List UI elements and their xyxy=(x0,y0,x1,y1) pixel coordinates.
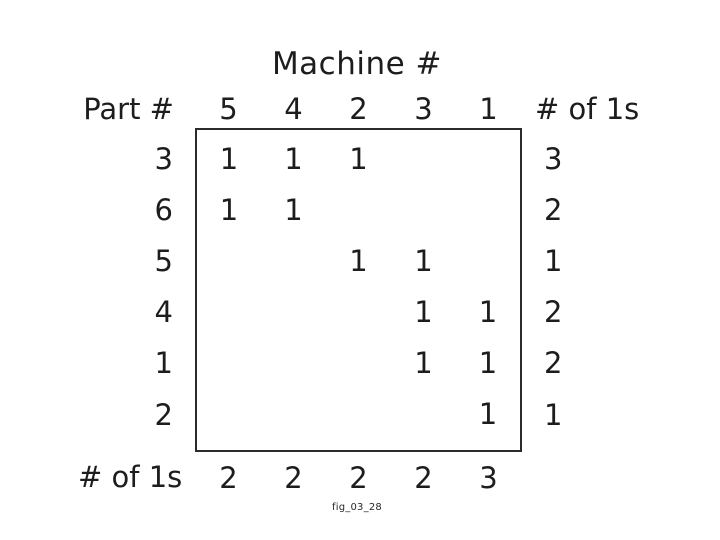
machine-column-header-1: 4 xyxy=(284,91,303,126)
part-row-label-2: 5 xyxy=(154,244,173,278)
part-row-label-0: 3 xyxy=(154,141,173,176)
row-sum-value-5: 1 xyxy=(544,397,563,432)
matrix-cell-3-0 xyxy=(195,287,261,338)
row-sum-value-4: 2 xyxy=(544,346,563,380)
matrix-cell-5-0 xyxy=(195,389,261,452)
matrix-cell-1-0: 1 xyxy=(195,185,261,236)
machine-column-header-2: 2 xyxy=(349,91,368,126)
matrix-cell-5-4: 1 xyxy=(456,389,522,452)
matrix-cell-3-2 xyxy=(326,287,391,338)
column-sum-value-1: 2 xyxy=(284,460,303,495)
table-row: 6 1 1 2 xyxy=(78,185,658,236)
machine-column-header-3: 3 xyxy=(414,91,433,126)
column-header-row: Part # 5 4 2 3 1 # of 1s xyxy=(78,90,658,129)
row-sum-value-3: 2 xyxy=(544,295,563,329)
column-sum-value-0: 2 xyxy=(219,460,238,495)
matrix-cell-3-3: 1 xyxy=(414,295,433,329)
matrix-cell-3-4: 1 xyxy=(456,287,522,338)
machine-column-header-4: 1 xyxy=(479,91,498,126)
column-sum-label: # of 1s xyxy=(78,460,183,494)
matrix-cell-1-1: 1 xyxy=(284,193,303,227)
table-row: 5 1 1 1 xyxy=(78,236,658,287)
matrix-cell-2-2: 1 xyxy=(349,244,368,278)
part-row-label-1: 6 xyxy=(154,193,173,227)
matrix-cell-4-1 xyxy=(261,338,326,389)
part-header-label: Part # xyxy=(83,92,174,126)
matrix-cell-4-4: 1 xyxy=(456,338,522,389)
matrix-cell-2-3: 1 xyxy=(414,244,433,278)
matrix-cell-4-3: 1 xyxy=(414,346,433,380)
row-sum-value-0: 3 xyxy=(544,141,563,176)
machine-axis-title: Machine # xyxy=(271,46,443,82)
matrix-cell-0-4 xyxy=(456,128,522,185)
part-row-label-5: 2 xyxy=(154,397,173,432)
matrix-cell-2-4 xyxy=(456,236,522,287)
machine-column-header-0: 5 xyxy=(219,91,238,126)
matrix-cell-3-1 xyxy=(261,287,326,338)
figure-caption: fig_03_28 xyxy=(332,502,382,513)
matrix-table: Part # 5 4 2 3 1 # of 1s 3 1 1 1 3 xyxy=(78,90,658,504)
matrix-cell-2-0 xyxy=(195,236,261,287)
matrix-cell-0-2: 1 xyxy=(326,128,391,185)
table-row: 4 1 1 2 xyxy=(78,287,658,338)
matrix-cell-5-1 xyxy=(261,389,326,452)
table-row: 1 1 1 2 xyxy=(78,338,658,389)
part-row-label-4: 1 xyxy=(154,346,173,380)
part-row-label-3: 4 xyxy=(154,295,173,329)
row-sum-value-2: 1 xyxy=(544,244,563,278)
row-sum-header-label: # of 1s xyxy=(535,92,640,126)
column-sum-row: # of 1s 2 2 2 2 3 xyxy=(78,451,658,504)
column-sum-value-4: 3 xyxy=(479,460,498,495)
matrix-cell-1-2 xyxy=(326,185,391,236)
column-sum-value-3: 2 xyxy=(414,460,433,495)
matrix-cell-0-3 xyxy=(391,128,456,185)
matrix-cell-0-0: 1 xyxy=(195,128,261,185)
matrix-cell-1-4 xyxy=(456,185,522,236)
matrix-cell-0-1: 1 xyxy=(261,128,326,185)
row-sum-value-1: 2 xyxy=(544,193,563,227)
matrix-cell-2-1 xyxy=(261,236,326,287)
matrix-cell-1-3 xyxy=(391,185,456,236)
incidence-matrix: Part # 5 4 2 3 1 # of 1s 3 1 1 1 3 xyxy=(78,90,658,504)
matrix-cell-5-3 xyxy=(391,389,456,452)
matrix-cell-4-2 xyxy=(326,338,391,389)
matrix-cell-5-2 xyxy=(326,389,391,452)
matrix-cell-4-0 xyxy=(195,338,261,389)
table-row: 3 1 1 1 3 xyxy=(78,128,658,185)
column-sum-value-2: 2 xyxy=(349,460,368,495)
table-row: 2 1 1 xyxy=(78,389,658,452)
